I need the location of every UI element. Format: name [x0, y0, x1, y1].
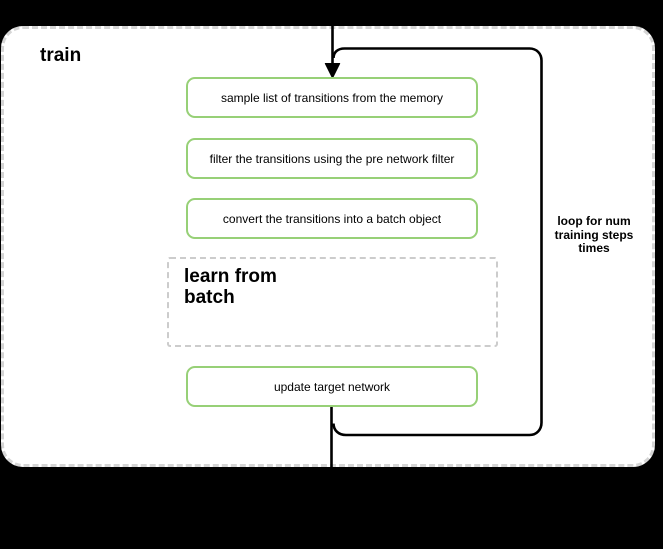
subprocess-learn-from-batch: learn from batch — [167, 257, 498, 347]
loop-annotation-line3: times — [578, 241, 610, 255]
loop-annotation: loop for num training steps times — [544, 214, 644, 256]
step-update-target-network: update target network — [186, 366, 478, 407]
step-convert-to-batch: convert the transitions into a batch obj… — [186, 198, 478, 239]
loop-annotation-line2: training steps — [554, 227, 634, 242]
train-group-title: train — [40, 45, 82, 66]
step-sample-transitions: sample list of transitions from the memo… — [186, 77, 478, 118]
step-filter-transitions: filter the transitions using the pre net… — [186, 138, 478, 179]
subprocess-label-line2: batch — [184, 287, 235, 308]
subprocess-label-line1: learn from — [184, 266, 277, 287]
loop-annotation-line1: loop for num — [557, 214, 631, 228]
